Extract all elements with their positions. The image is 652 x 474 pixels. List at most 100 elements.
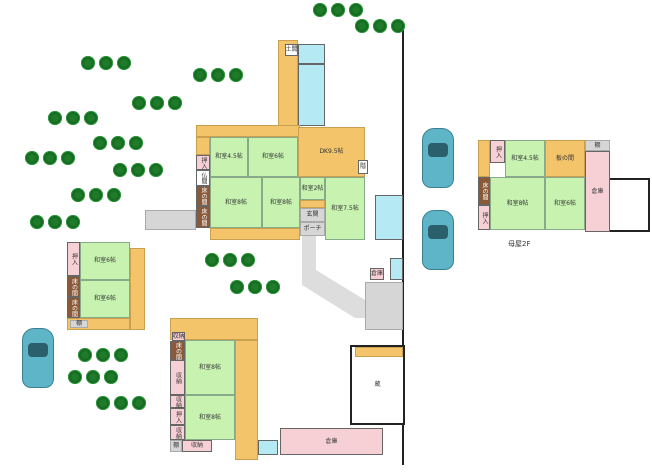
room-washitsu-6: 和室6帖 [545, 177, 585, 230]
shelf: 棚 [585, 140, 610, 151]
closet: 押入 [196, 155, 210, 170]
tree-icon [113, 163, 127, 177]
boundary-line [402, 25, 404, 465]
closet: 押入 [67, 242, 80, 276]
tree-icon [241, 253, 255, 267]
storage: 収納 [170, 425, 185, 440]
step [300, 200, 325, 208]
tokonoma: 床の間 [170, 341, 185, 360]
tree-icon [84, 111, 98, 125]
shelf: 棚 [170, 440, 182, 452]
tree-icon [132, 396, 146, 410]
paved-area [365, 282, 403, 330]
tree-icon [107, 188, 121, 202]
room-washitsu-2: 和室2帖 [300, 177, 325, 200]
tree-icon [229, 68, 243, 82]
toilet [258, 440, 278, 455]
room-washitsu-4-5: 和室4.5帖 [505, 140, 545, 177]
tokonoma: 床の間 [196, 186, 210, 206]
tree-icon [66, 111, 80, 125]
kura: 蔵 [350, 345, 405, 425]
tree-icon [248, 280, 262, 294]
tree-icon [149, 163, 163, 177]
tree-icon [25, 151, 39, 165]
room-washitsu-7-5: 和室7.5帖 [325, 177, 365, 240]
tree-icon [96, 396, 110, 410]
storage: 収納 [170, 360, 185, 395]
tree-icon [43, 151, 57, 165]
genkan: 玄関 [300, 208, 325, 222]
tree-icon [89, 188, 103, 202]
tree-icon [211, 68, 225, 82]
tokonoma: 床の間 [67, 297, 80, 318]
bathroom [375, 195, 403, 240]
closet: 押入 [170, 408, 185, 425]
room-washitsu-4-5: 和室4.5帖 [210, 137, 248, 177]
room-washitsu-8: 和室8帖 [490, 177, 545, 230]
toilet [298, 44, 325, 64]
car-icon [422, 128, 454, 188]
tree-icon [48, 111, 62, 125]
tree-icon [223, 253, 237, 267]
tree-icon [205, 253, 219, 267]
connecting-corridor [145, 210, 196, 230]
tree-icon [313, 3, 327, 17]
tree-icon [117, 56, 131, 70]
room-washitsu-8: 和室8帖 [185, 395, 235, 440]
room-washitsu-8: 和室8帖 [262, 177, 300, 228]
balcony [610, 178, 650, 232]
tokonoma: 床の間 [478, 177, 490, 205]
tree-icon [132, 96, 146, 110]
tree-icon [78, 348, 92, 362]
porch: ポーチ [300, 222, 325, 236]
tree-icon [131, 163, 145, 177]
tree-icon [71, 188, 85, 202]
tokonoma: 床の間 [196, 206, 210, 228]
tree-icon [86, 370, 100, 384]
tree-icon [114, 348, 128, 362]
corridor [235, 340, 258, 460]
storage: 収納 [170, 395, 185, 408]
storage: 収納 [182, 440, 212, 452]
room-washitsu-6: 和室6帖 [248, 137, 298, 177]
tree-icon [193, 68, 207, 82]
storage: 収納 [172, 332, 185, 341]
butsuma: 仏間 [196, 170, 210, 186]
tokonoma: 床の間 [67, 276, 80, 297]
doma: 土間 [285, 44, 298, 56]
corridor [170, 318, 258, 340]
tree-icon [391, 19, 405, 33]
tree-icon [61, 151, 75, 165]
tree-icon [168, 96, 182, 110]
tree-icon [355, 19, 369, 33]
tree-icon [150, 96, 164, 110]
tree-icon [373, 19, 387, 33]
tree-icon [66, 215, 80, 229]
tree-icon [349, 3, 363, 17]
closet: 押入 [478, 205, 490, 230]
tree-icon [129, 136, 143, 150]
room-washitsu-6: 和室6帖 [80, 242, 130, 280]
toilet [390, 258, 403, 280]
corridor-bottom [210, 228, 300, 240]
warehouse-small: 倉庫 [370, 268, 384, 280]
car-icon [22, 328, 54, 388]
room-itanoma: 板の間 [545, 140, 585, 177]
corridor [130, 248, 145, 330]
closet: 押入 [490, 140, 505, 163]
stairs-label: 階 [358, 160, 368, 174]
tree-icon [68, 370, 82, 384]
shelf: 棚 [70, 320, 88, 328]
stairs [196, 137, 210, 155]
tree-icon [266, 280, 280, 294]
tree-icon [104, 370, 118, 384]
tree-icon [99, 56, 113, 70]
room-washitsu-6: 和室6帖 [80, 280, 130, 318]
tree-icon [230, 280, 244, 294]
tree-icon [114, 396, 128, 410]
bathroom [298, 64, 325, 126]
tree-icon [30, 215, 44, 229]
tree-icon [48, 215, 62, 229]
